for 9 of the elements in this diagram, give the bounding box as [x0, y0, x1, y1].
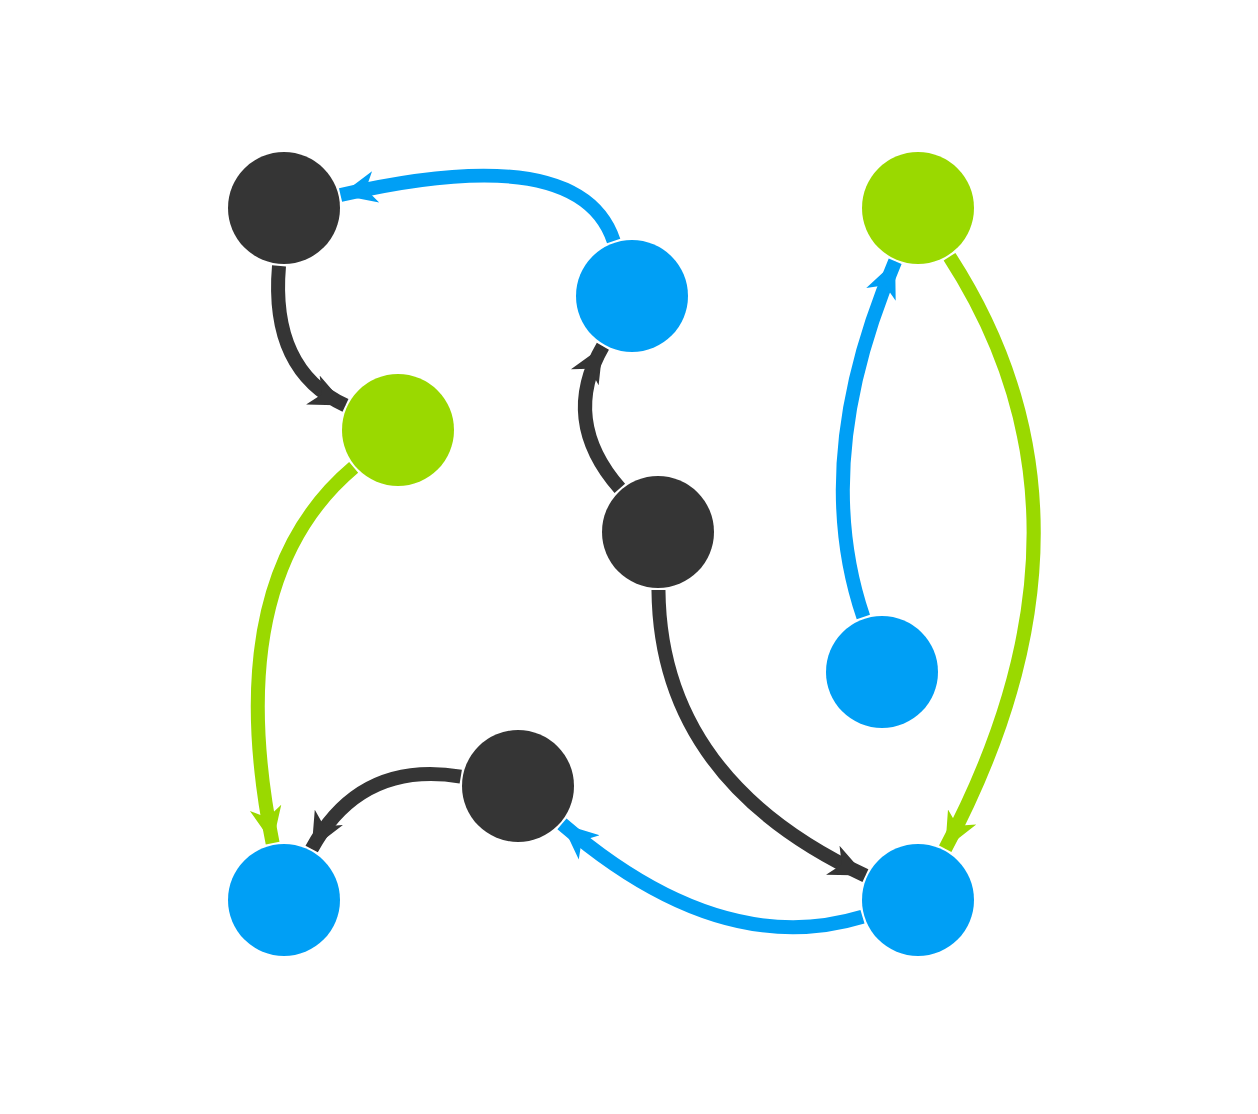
arrow	[557, 818, 865, 935]
arrow	[938, 253, 1041, 852]
arrow	[651, 589, 869, 882]
arrow	[305, 767, 462, 853]
arrow	[271, 265, 349, 412]
arrow	[250, 462, 359, 845]
arrow	[835, 258, 902, 620]
arrow	[572, 342, 626, 493]
arrow	[339, 168, 621, 244]
